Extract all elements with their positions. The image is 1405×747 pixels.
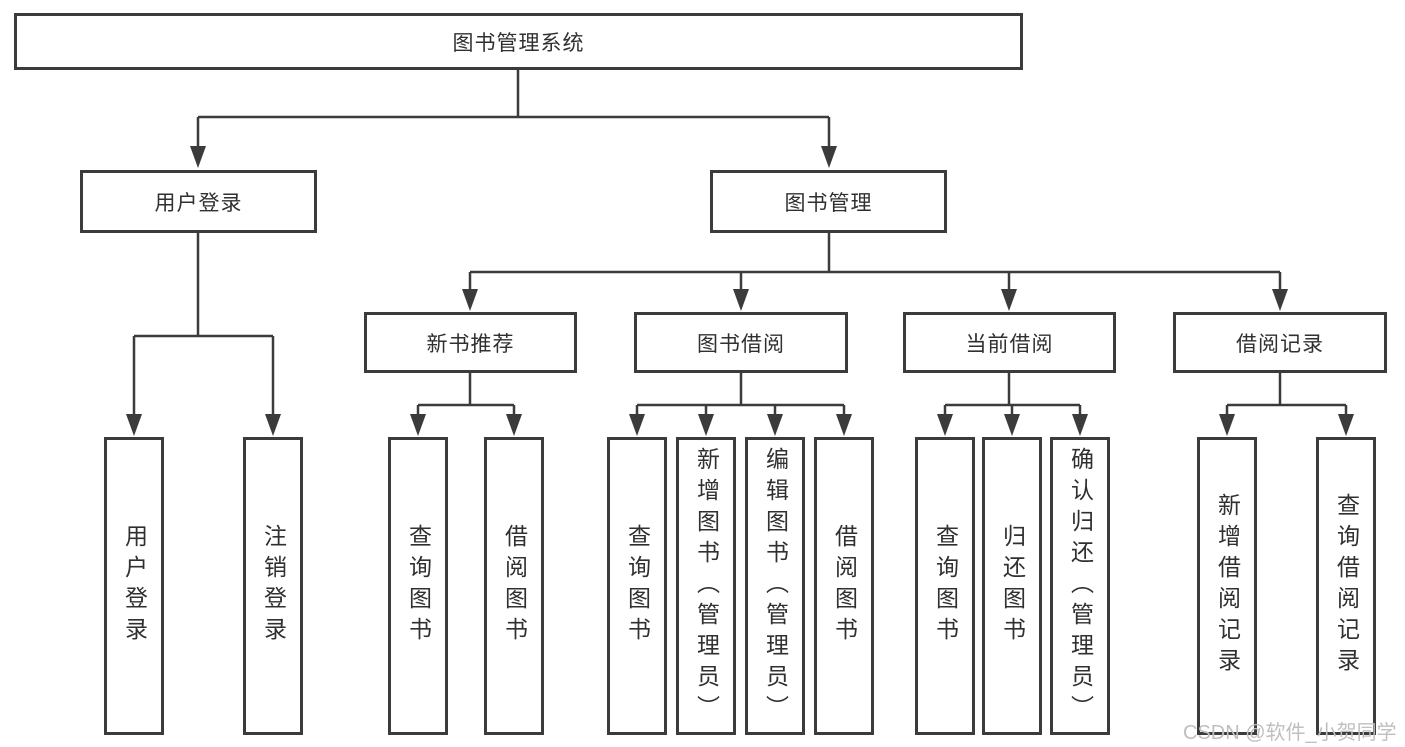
arrowhead <box>629 414 645 436</box>
leaf-user-login-label: 用户登录 <box>121 524 148 648</box>
node-book-management-label: 图书管理 <box>784 191 873 215</box>
leaf-add-books-admin: 新增图书（管理员） <box>676 437 736 735</box>
leaf-edit-books-admin-label: 编辑图书（管理员） <box>762 446 789 726</box>
wire-newrec-to-leaves <box>416 373 516 416</box>
arrowhead <box>410 414 426 436</box>
leaf-query-books-rec-label: 查询图书 <box>405 524 432 648</box>
leaf-add-books-admin-label: 新增图书（管理员） <box>693 446 720 726</box>
node-user-login-label: 用户登录 <box>154 191 243 215</box>
arrowhead <box>126 414 142 436</box>
leaf-query-books-current-label: 查询图书 <box>932 524 959 648</box>
arrowhead <box>733 289 749 311</box>
arrowhead <box>1072 414 1088 436</box>
leaf-borrow-books-rec-label: 借阅图书 <box>501 524 528 648</box>
wire-borrow-to-leaves <box>635 373 846 416</box>
node-current-borrowing-label: 当前借阅 <box>965 332 1054 356</box>
arrowhead <box>1001 289 1017 311</box>
leaf-borrow-books-rec: 借阅图书 <box>484 437 544 735</box>
node-user-login: 用户登录 <box>80 170 317 233</box>
wire-root-to-level2 <box>196 70 831 148</box>
leaf-borrow-books: 借阅图书 <box>814 437 874 735</box>
arrowhead <box>937 414 953 436</box>
node-book-borrowing: 图书借阅 <box>634 312 848 373</box>
leaf-add-borrow-record-label: 新增借阅记录 <box>1214 493 1241 679</box>
wire-bookmgmt-to-level3 <box>468 233 1282 291</box>
leaf-return-books: 归还图书 <box>982 437 1042 735</box>
arrowhead <box>821 146 837 168</box>
node-new-book-recommendation-label: 新书推荐 <box>426 332 515 356</box>
leaf-add-borrow-record: 新增借阅记录 <box>1197 437 1257 735</box>
arrowhead <box>1004 414 1020 436</box>
node-book-management: 图书管理 <box>710 170 947 233</box>
node-new-book-recommendation: 新书推荐 <box>364 312 577 373</box>
arrowhead <box>836 414 852 436</box>
arrowhead <box>1338 414 1354 436</box>
leaf-logout-label: 注销登录 <box>260 524 287 648</box>
leaf-query-books-borrow-label: 查询图书 <box>624 524 651 648</box>
wire-record-to-leaves <box>1225 373 1348 416</box>
leaf-query-books-borrow: 查询图书 <box>607 437 667 735</box>
leaf-logout: 注销登录 <box>243 437 303 735</box>
leaf-query-books-current: 查询图书 <box>915 437 975 735</box>
leaf-confirm-return-admin: 确认归还（管理员） <box>1050 437 1110 735</box>
wire-userlogin-to-leaves <box>132 233 275 416</box>
leaf-return-books-label: 归还图书 <box>999 524 1026 648</box>
node-borrowing-records-label: 借阅记录 <box>1236 332 1324 356</box>
node-current-borrowing: 当前借阅 <box>903 312 1116 373</box>
arrowhead <box>506 414 522 436</box>
arrowhead <box>767 414 783 436</box>
arrowhead <box>265 414 281 436</box>
leaf-borrow-books-label: 借阅图书 <box>831 524 858 648</box>
leaf-query-borrow-record: 查询借阅记录 <box>1316 437 1376 735</box>
leaf-confirm-return-admin-label: 确认归还（管理员） <box>1067 446 1094 726</box>
wire-current-to-leaves <box>943 373 1082 416</box>
node-library-system: 图书管理系统 <box>14 13 1023 70</box>
leaf-query-borrow-record-label: 查询借阅记录 <box>1333 493 1360 679</box>
leaf-edit-books-admin: 编辑图书（管理员） <box>745 437 805 735</box>
node-borrowing-records: 借阅记录 <box>1173 312 1387 373</box>
node-book-borrowing-label: 图书借阅 <box>697 332 785 356</box>
node-library-system-label: 图书管理系统 <box>452 31 585 55</box>
arrowhead <box>698 414 714 436</box>
arrowheads <box>126 146 1354 436</box>
arrowhead <box>190 146 206 168</box>
leaf-user-login: 用户登录 <box>104 437 164 735</box>
arrowhead <box>1219 414 1235 436</box>
leaf-query-books-rec: 查询图书 <box>388 437 448 735</box>
arrowhead <box>1272 289 1288 311</box>
csdn-watermark: CSDN @软件_小贺同学 <box>1183 722 1397 744</box>
arrowhead <box>462 289 478 311</box>
